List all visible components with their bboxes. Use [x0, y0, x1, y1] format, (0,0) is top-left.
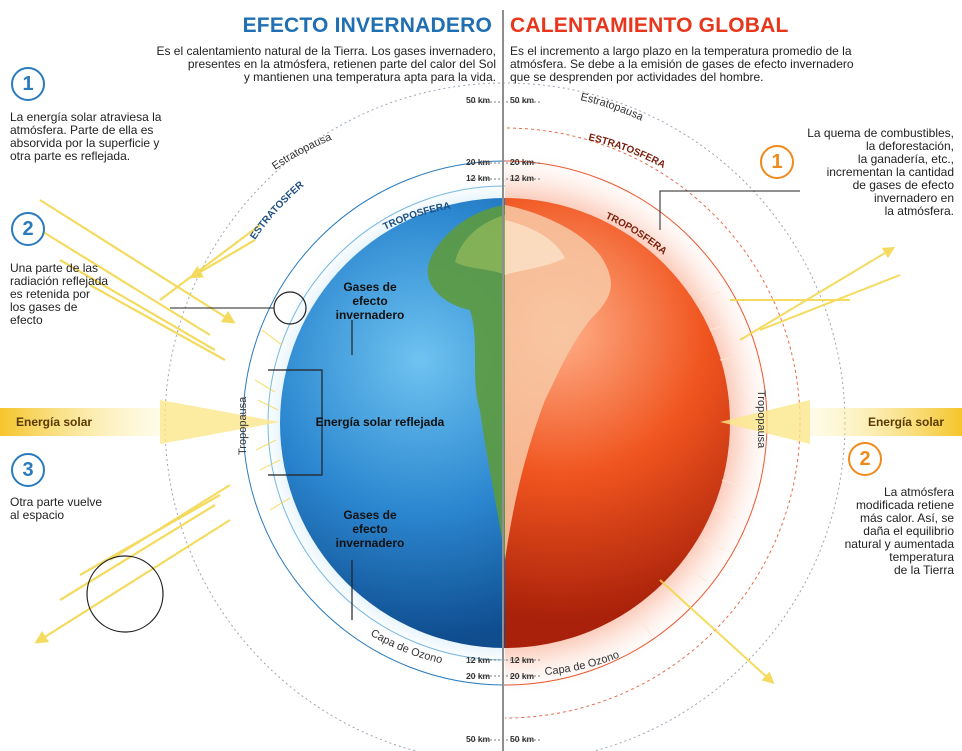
right-solar-energy-label: Energía solar [867, 415, 944, 429]
right-estratopausa-label: Estratopausa [579, 91, 646, 124]
right-south-america [505, 205, 611, 560]
right-solar-energy-bar [810, 408, 962, 436]
left-altitude-20-bottom: 20 km [466, 671, 491, 681]
left-altitude-12-top: 12 km [466, 173, 491, 183]
right-altitude-50-bottom: 50 km [510, 734, 535, 744]
right-altitude-20-top: 20 km [510, 157, 535, 167]
left-estratopausa-label: Estratopausa [270, 131, 334, 173]
right-step-1-number: 1 [760, 145, 794, 179]
left-solar-energy-label: Energía solar [16, 415, 93, 429]
right-step-2-number: 2 [848, 442, 882, 476]
left-step-3-text: Otra parte vuelve al espacio [10, 495, 103, 522]
left-step-2-number: 2 [11, 212, 45, 246]
left-south-america [427, 205, 505, 560]
right-step-2-text: La atmósfera modificada retiene más calo… [844, 485, 954, 577]
right-altitude-20-bottom: 20 km [510, 671, 535, 681]
reflected-solar-energy-label: Energía solar reflejada [315, 415, 445, 429]
left-altitude-12-bottom: 12 km [466, 655, 491, 665]
gases-top-label: Gases de efecto invernadero [335, 280, 405, 322]
left-step-1-text: La energía solar atraviesa la atmósfera.… [10, 110, 162, 163]
left-altitude-50-bottom: 50 km [466, 734, 491, 744]
right-altitude-12-bottom: 12 km [510, 655, 535, 665]
left-altitude-50-top: 50 km [466, 95, 491, 105]
left-step-3-number: 3 [11, 453, 45, 487]
gases-bottom-label: Gases de efecto invernadero [335, 508, 405, 550]
right-step-1-text: La quema de combustibles, la deforestaci… [807, 126, 954, 218]
left-earth [280, 198, 505, 648]
right-altitude-50-top: 50 km [510, 95, 535, 105]
right-description: Es el incremento a largo plazo en la tem… [510, 44, 854, 84]
left-callout-circle-bottom [86, 555, 164, 633]
left-description: Es el calentamiento natural de la Tierra… [156, 44, 496, 84]
left-altitude-20-top: 20 km [466, 157, 491, 167]
right-tropopausa-label: Tropopausa [755, 390, 767, 449]
left-solar-energy-bar [0, 408, 160, 436]
left-title: EFECTO INVERNADERO [242, 14, 492, 37]
left-tropopausa-label: Tropopausa [237, 396, 249, 455]
left-step-1-number: 1 [11, 67, 45, 101]
right-altitude-12-top: 12 km [510, 173, 535, 183]
right-title: CALENTAMIENTO GLOBAL [510, 14, 789, 37]
left-step-2-text: Una parte de las radiación reflejada es … [10, 261, 109, 327]
